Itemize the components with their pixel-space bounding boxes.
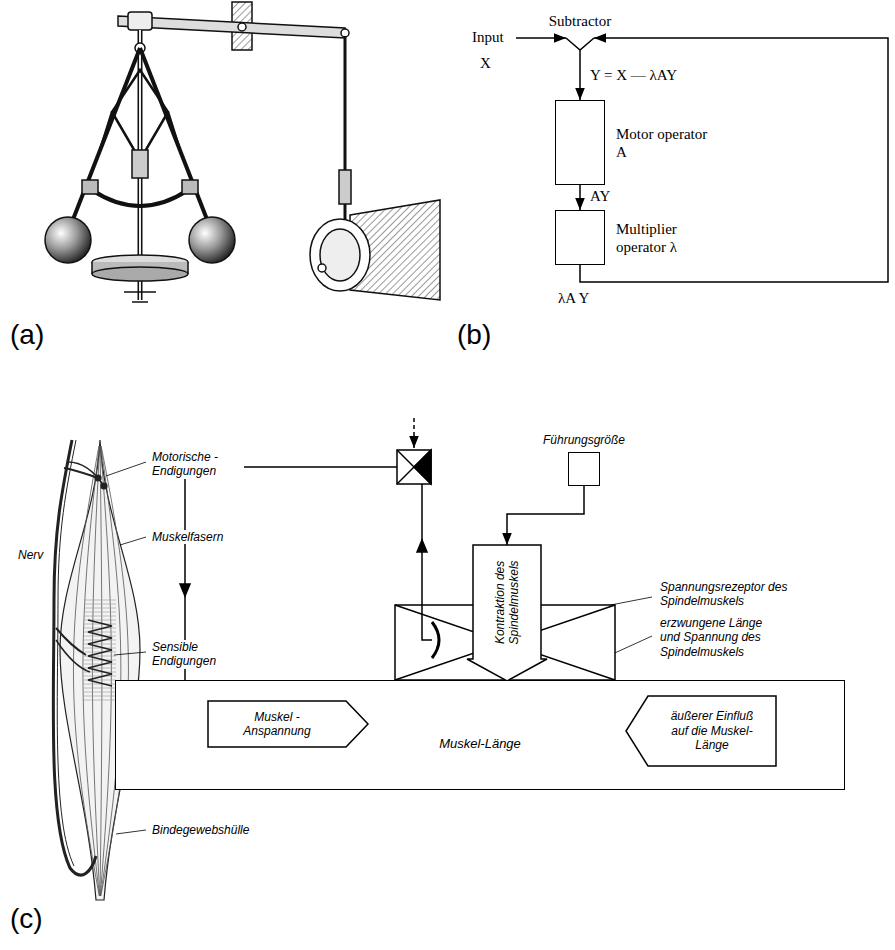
subtractor-junction: Subtractor <box>566 38 594 60</box>
panel-letter: (a) <box>8 318 46 352</box>
annotation: Motorische - Endigungen <box>150 450 244 479</box>
tension-arrow: Muskel - Anspannung <box>208 701 368 747</box>
annotation: Nerv <box>16 548 45 562</box>
panel-letter: (c) <box>8 902 45 936</box>
node-label: Führungsgröße <box>543 433 625 447</box>
annotation: Bindegewebshülle <box>150 823 251 837</box>
edge-label: λA Y <box>556 289 591 307</box>
node-label: Kontraktion des Spindelmuskels <box>493 552 522 652</box>
connector <box>579 60 581 100</box>
edge-label: Y = X — λAY <box>588 66 679 84</box>
muscle-fiber <box>101 446 121 896</box>
node-label: Muskel - Anspannung <box>222 710 332 739</box>
arrow-shape <box>467 545 547 681</box>
governor-illustration <box>45 2 440 302</box>
striation <box>84 700 116 701</box>
node-label: äußerer Einfluß auf die Muskel-Länge <box>665 709 760 752</box>
annotation: Muskelfasern <box>150 530 225 544</box>
arrow-shape <box>208 701 368 747</box>
striation <box>84 600 116 601</box>
annotation: Spannungsrezeptor des Spindelmuskels <box>658 580 812 609</box>
node-label: Muskel-Länge <box>439 736 521 752</box>
connector <box>580 38 888 282</box>
striation <box>84 616 116 617</box>
annotation: erzwungene Länge und Spannung des Spinde… <box>658 616 782 659</box>
junction-symbol <box>566 38 594 60</box>
annotation: Sensible Endigungen <box>150 640 234 669</box>
contraction-arrow: Kontraktion des Spindelmuskels <box>467 545 547 681</box>
annotation: X <box>478 54 493 72</box>
striation <box>84 612 116 613</box>
junction-symbol <box>566 38 594 60</box>
external-influence-arrow: äußerer Einfluß auf die Muskel-Länge <box>626 696 776 766</box>
muscle-length-box: Muskel - Anspannung äußerer Einfluß auf d… <box>115 680 845 790</box>
connector <box>579 185 581 210</box>
node-label: Subtractor <box>549 12 611 30</box>
striation <box>84 608 116 609</box>
striation <box>84 692 116 693</box>
control-loop <box>180 418 615 723</box>
striation <box>84 604 116 605</box>
reference-box: Führungsgröße <box>568 452 600 486</box>
operator-box: Multiplier operator λ <box>555 210 605 265</box>
muscle-spindle-illustration <box>53 440 140 900</box>
edge-label: AY <box>588 187 612 205</box>
arrow-shape <box>626 696 776 766</box>
node-label: Motor operator A <box>616 125 711 161</box>
striation <box>84 688 116 689</box>
node-label: Multiplier operator λ <box>616 220 711 256</box>
annotation: Input <box>470 28 506 46</box>
panel-letter: (b) <box>455 318 493 352</box>
operator-box: Motor operator A <box>555 100 605 185</box>
input-line <box>516 37 566 39</box>
striation <box>84 696 116 697</box>
connector <box>507 486 584 545</box>
muscle-fiber <box>101 446 129 896</box>
